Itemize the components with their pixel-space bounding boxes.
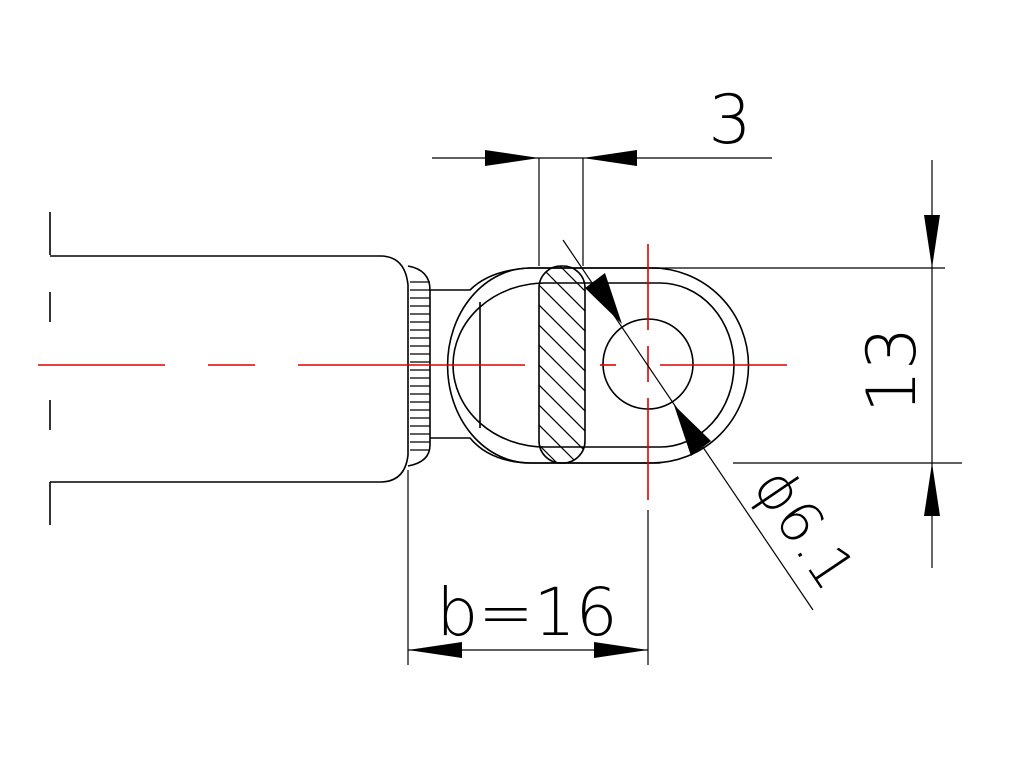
hatched-section — [520, 265, 610, 576]
arrow-up-icon — [924, 463, 940, 516]
arrow-right-icon — [594, 642, 648, 658]
arrow-left-icon — [408, 642, 462, 658]
diameter-arrow-icon — [585, 273, 622, 324]
hatch-line — [539, 425, 585, 463]
dimension-label-3: 3 — [708, 81, 751, 160]
hatch-line — [520, 466, 610, 556]
dimension-label-13: 13 — [853, 327, 932, 414]
dimension-13: 13 — [652, 160, 962, 568]
center-lines — [38, 244, 787, 500]
hatch-line — [539, 266, 585, 357]
diameter-arrow-icon — [674, 405, 711, 456]
arrow-down-icon — [924, 215, 940, 268]
hatch-line — [539, 266, 585, 317]
dimension-diameter: ϕ6.1 — [562, 239, 869, 611]
hatch-line — [539, 266, 585, 337]
hatch-line — [539, 405, 585, 463]
knurled-collar — [407, 265, 431, 467]
arrow-left-icon — [583, 150, 637, 166]
hatch-line — [539, 365, 585, 457]
rod-body — [49, 212, 409, 525]
hatch-line — [520, 486, 610, 576]
hatch-line — [539, 385, 585, 463]
hatch-line — [539, 445, 585, 463]
dimension-3: 3 — [432, 81, 772, 266]
dimension-label-b16: b=16 — [436, 574, 617, 651]
hatch-line — [539, 345, 585, 437]
arrow-right-icon — [485, 150, 539, 166]
dimension-label-diameter: ϕ6.1 — [740, 456, 869, 602]
hatch-line — [539, 305, 585, 397]
dimension-b16: b=16 — [407, 470, 649, 665]
hatch-line — [539, 285, 585, 377]
hatch-line — [539, 325, 585, 417]
